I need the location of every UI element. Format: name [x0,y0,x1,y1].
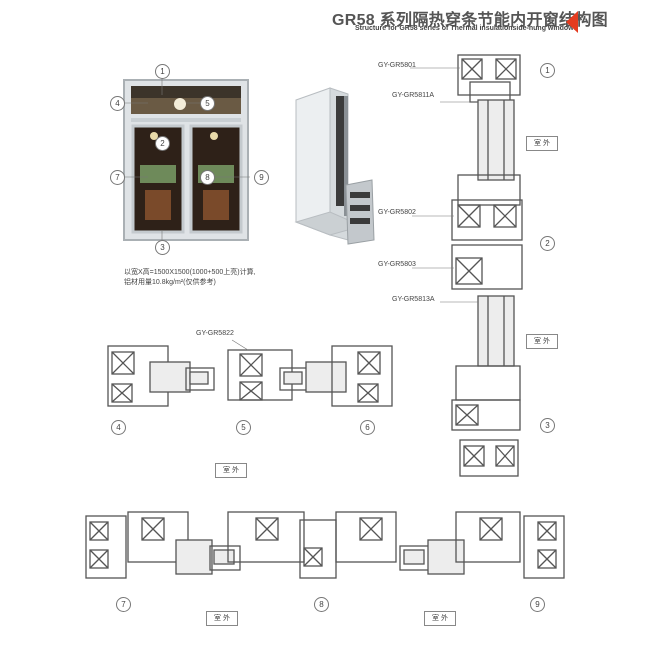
section-number-8: 8 [314,597,329,612]
horizontal-section-456 [107,345,393,407]
section-number-7: 7 [116,597,131,612]
callout-5: 5 [200,96,215,111]
page-subtitle: Structure for GR58 series of Thermal ins… [355,25,578,32]
usage-note-line2: 铝材用量10.8kg/m²(仅供参考) [124,279,216,286]
outdoor-tag-vertical-2: 室 外 [526,334,558,349]
window-elevation [123,79,249,241]
section-number-6: 6 [360,420,375,435]
label-gr5811a: GY-GR5811A [392,92,435,99]
label-gr5803: GY-GR5803 [378,261,416,268]
callout-leaders [124,78,250,240]
page-title: GR58 系列隔热穿条节能内开窗结构图 [332,12,608,29]
outdoor-tag-vertical-1: 室 外 [526,136,558,151]
label-gr5801: GY-GR5801 [378,62,416,69]
callout-1: 1 [155,64,170,79]
back-arrow-icon[interactable] [566,11,578,33]
section-number-1: 1 [540,63,555,78]
usage-note-line1: 以宽X高=1500X1500(1000+500上亮)计算, [124,269,256,276]
callout-9: 9 [254,170,269,185]
section-number-4: 4 [111,420,126,435]
outdoor-tag-789-right: 室 外 [424,611,456,626]
outdoor-tag-456: 室 外 [215,463,247,478]
callout-3: 3 [155,240,170,255]
vertical-leaders [410,67,478,303]
horizontal-section-789 [85,511,565,579]
section-number-9: 9 [530,597,545,612]
outdoor-tag-789-left: 室 外 [206,611,238,626]
section-number-2: 2 [540,236,555,251]
profile-3d-view [294,87,375,245]
label-gr5813a: GY-GR5813A [392,296,435,303]
label-gr5822: GY-GR5822 [196,330,234,337]
section-number-5: 5 [236,420,251,435]
callout-7: 7 [110,170,125,185]
callout-2: 2 [155,136,170,151]
callout-4: 4 [110,96,125,111]
label-gr5802: GY-GR5802 [378,209,416,216]
callout-8: 8 [200,170,215,185]
usage-note: 以宽X高=1500X1500(1000+500上亮)计算, 铝材用量10.8kg… [124,268,256,288]
vertical-section [451,54,523,477]
section-number-3: 3 [540,418,555,433]
